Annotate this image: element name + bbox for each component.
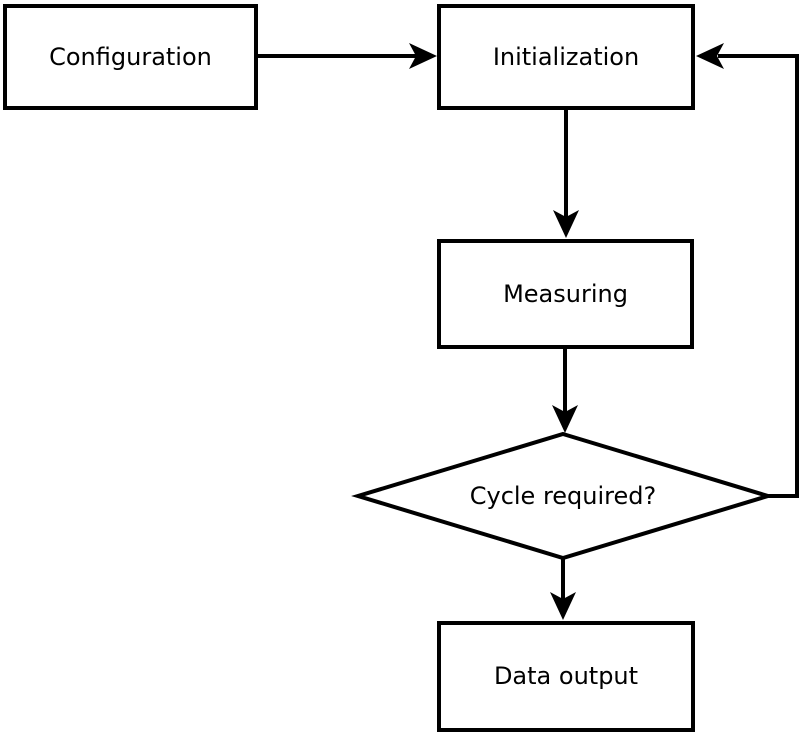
- node-initialization: Initialization: [437, 4, 695, 110]
- arrowhead-left-icon: [696, 43, 724, 69]
- arrowhead-down-icon: [553, 210, 579, 238]
- node-initialization-label: Initialization: [492, 42, 640, 71]
- arrowhead-down-icon: [552, 405, 578, 433]
- decision-diamond: [351, 431, 775, 561]
- node-measuring-label: Measuring: [503, 279, 628, 308]
- arrowhead-down-icon: [550, 592, 576, 620]
- node-measuring: Measuring: [437, 239, 694, 349]
- node-decision-label: Cycle required?: [469, 481, 657, 510]
- node-configuration: Configuration: [3, 4, 258, 110]
- node-data-output-label: Data output: [493, 662, 639, 691]
- edge-feedback-decision-to-initialization: [718, 54, 799, 498]
- node-data-output: Data output: [437, 621, 695, 732]
- arrowhead-right-icon: [409, 43, 437, 69]
- node-configuration-label: Configuration: [49, 42, 212, 71]
